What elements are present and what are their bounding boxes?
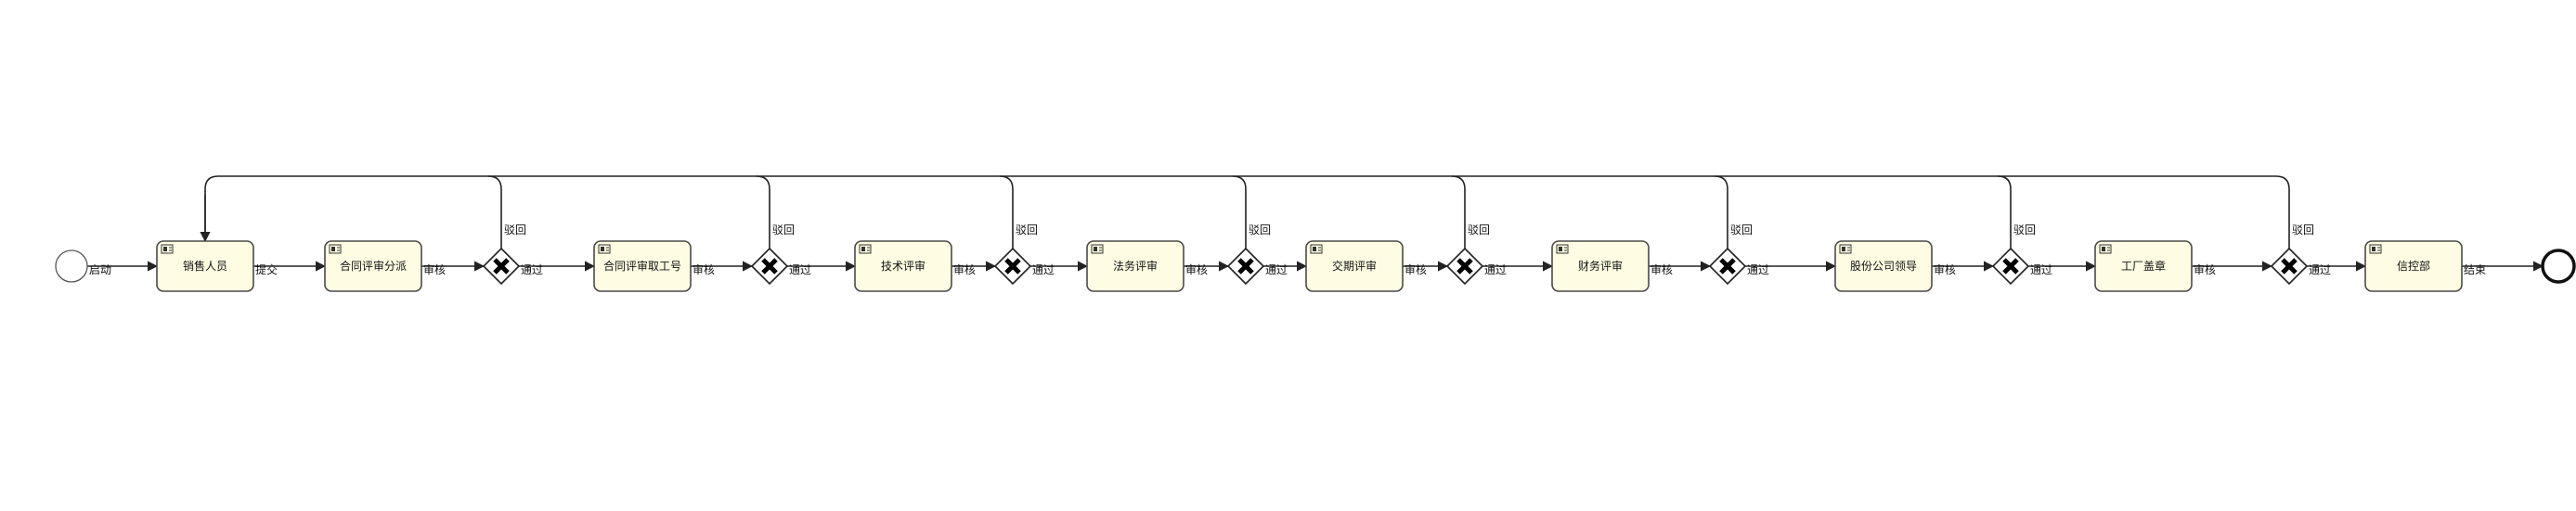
- user-task-icon: [2099, 244, 2112, 254]
- review-label: 审核: [1405, 262, 1427, 276]
- user-task-icon: [329, 244, 342, 254]
- review-label: 审核: [953, 262, 976, 276]
- close-x-icon: [761, 258, 778, 275]
- reject-flow-3[interactable]: [999, 175, 1014, 249]
- close-x-icon: [2002, 258, 2019, 275]
- pass-label: 通过: [1032, 263, 1055, 276]
- exclusive-gateway-3[interactable]: [993, 247, 1032, 286]
- review-label: 审核: [1934, 262, 1956, 276]
- task-label: 股份公司领导: [1850, 260, 1917, 273]
- task-6[interactable]: 交期评审: [1305, 240, 1404, 292]
- task-box[interactable]: [593, 240, 692, 292]
- reject-label: 驳回: [772, 224, 795, 236]
- task-box[interactable]: [1305, 240, 1404, 292]
- start-event[interactable]: [55, 249, 88, 283]
- task-label: 技术评审: [881, 259, 926, 273]
- task-1[interactable]: 销售人员: [156, 240, 254, 292]
- close-x-icon: [2281, 258, 2298, 275]
- reject-flow-8[interactable]: [2275, 175, 2290, 249]
- task-box[interactable]: [2364, 240, 2463, 292]
- exclusive-gateway-6[interactable]: [1708, 247, 1747, 286]
- exclusive-gateway-8[interactable]: [2270, 247, 2309, 286]
- pass-label: 通过: [2309, 263, 2331, 276]
- reject-label: 驳回: [504, 224, 526, 236]
- task-7[interactable]: 财务评审: [1551, 240, 1650, 292]
- task-label: 合同评审分派: [340, 259, 407, 273]
- exclusive-gateway-2[interactable]: [750, 247, 789, 286]
- task-label: 财务评审: [1578, 259, 1623, 273]
- close-x-icon: [1719, 258, 1736, 275]
- end-event[interactable]: [2541, 249, 2576, 284]
- pass-label: 通过: [1747, 263, 1769, 276]
- task-box[interactable]: [2094, 240, 2193, 292]
- exclusive-gateway-5[interactable]: [1445, 247, 1484, 286]
- reject-flow-4[interactable]: [1232, 175, 1247, 249]
- reject-flow-1[interactable]: [487, 175, 502, 249]
- user-task-icon: [1310, 244, 1323, 254]
- task-10[interactable]: 信控部: [2364, 240, 2463, 292]
- pass-label: 通过: [789, 263, 811, 276]
- review-label: 审核: [1650, 262, 1673, 276]
- task-2[interactable]: 合同评审分派: [324, 240, 422, 292]
- reject-label: 驳回: [1730, 224, 1753, 236]
- close-x-icon: [493, 258, 510, 275]
- exclusive-gateway-1[interactable]: [482, 247, 521, 286]
- reject-label: 驳回: [2292, 224, 2314, 236]
- user-task-icon: [1556, 244, 1569, 254]
- task-box[interactable]: [854, 240, 952, 292]
- reject-label: 驳回: [2013, 224, 2036, 236]
- reject-flow-7[interactable]: [1997, 175, 2012, 249]
- user-task-icon: [161, 244, 174, 254]
- task-box[interactable]: [1086, 240, 1184, 292]
- task-9[interactable]: 工厂盖章: [2094, 240, 2193, 292]
- task-label: 信控部: [2397, 259, 2430, 273]
- user-task-icon: [1091, 244, 1104, 254]
- task-label: 销售人员: [183, 259, 227, 273]
- pass-label: 通过: [2030, 263, 2052, 276]
- reject-bus[interactable]: [204, 175, 2276, 241]
- task-4[interactable]: 技术评审: [854, 240, 952, 292]
- task-box[interactable]: [324, 240, 422, 292]
- reject-label: 驳回: [1016, 224, 1038, 236]
- close-x-icon: [1004, 258, 1021, 275]
- task-3[interactable]: 合同评审取工号: [593, 240, 692, 292]
- reject-flow-5[interactable]: [1451, 175, 1466, 249]
- task-label: 合同评审取工号: [603, 259, 681, 273]
- task-8[interactable]: 股份公司领导: [1834, 240, 1933, 292]
- reject-label: 驳回: [1468, 224, 1490, 236]
- user-task-icon: [598, 244, 611, 254]
- user-task-icon: [859, 244, 872, 254]
- user-task-icon: [2369, 244, 2382, 254]
- task-label: 交期评审: [1332, 259, 1377, 273]
- task-box[interactable]: [1834, 240, 1933, 292]
- task-box[interactable]: [1551, 240, 1650, 292]
- reject-label: 驳回: [1249, 224, 1271, 236]
- task-label: 工厂盖章: [2121, 259, 2166, 273]
- review-label: 审核: [2194, 262, 2216, 276]
- exclusive-gateway-4[interactable]: [1226, 247, 1265, 286]
- reject-flow-6[interactable]: [1714, 175, 1728, 249]
- close-x-icon: [1237, 258, 1254, 275]
- pass-label: 通过: [521, 263, 543, 276]
- close-x-icon: [1456, 258, 1473, 275]
- user-task-icon: [1839, 244, 1852, 254]
- pass-label: 通过: [1484, 263, 1507, 276]
- end-label: 结束: [2464, 263, 2486, 276]
- flow-label: 提交: [255, 262, 278, 276]
- start-label: 启动: [89, 263, 111, 276]
- task-box[interactable]: [156, 240, 254, 292]
- pass-label: 通过: [1265, 263, 1288, 276]
- review-label: 审核: [423, 262, 446, 276]
- review-label: 审核: [1185, 262, 1208, 276]
- reject-flow-2[interactable]: [756, 175, 770, 249]
- review-label: 审核: [693, 262, 715, 276]
- task-5[interactable]: 法务评审: [1086, 240, 1184, 292]
- exclusive-gateway-7[interactable]: [1991, 247, 2030, 286]
- task-label: 法务评审: [1113, 259, 1158, 273]
